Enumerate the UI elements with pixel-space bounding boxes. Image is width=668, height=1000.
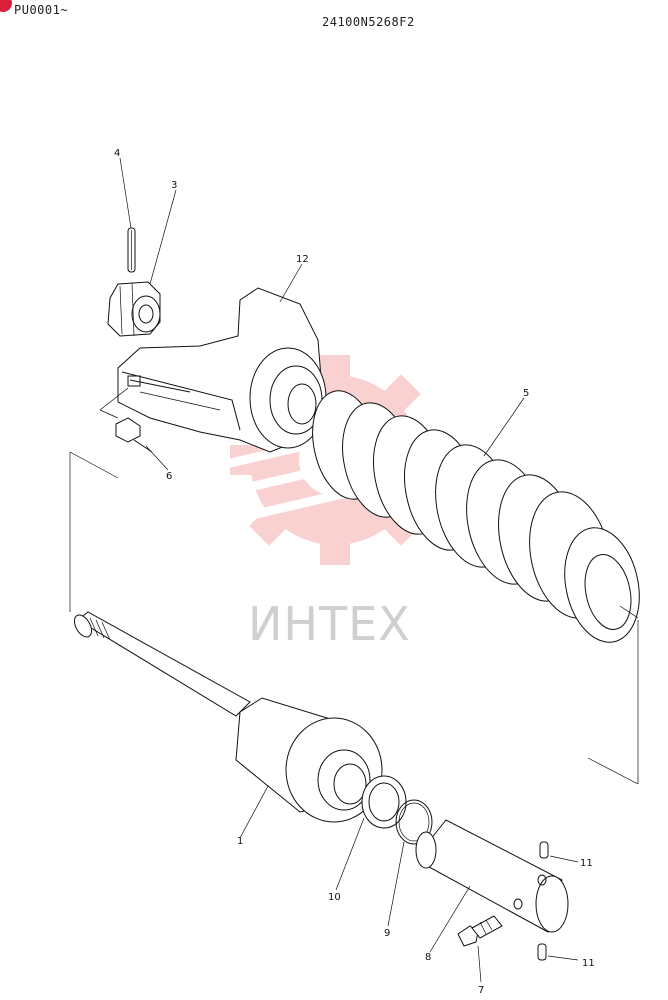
drawing-number: 24100N5268F2 bbox=[322, 15, 415, 29]
piston-rod bbox=[73, 611, 383, 823]
yoke-bracket bbox=[117, 287, 327, 453]
grease-fitting bbox=[457, 915, 503, 947]
callout-3: 3 bbox=[171, 180, 177, 191]
callout-9: 9 bbox=[384, 928, 390, 939]
callout-11-bottom: 11 bbox=[582, 958, 595, 969]
watermark-text: ИНТЕХ bbox=[248, 597, 411, 651]
recoil-spring bbox=[312, 390, 640, 643]
roll-pin-top bbox=[539, 841, 549, 859]
callout-4: 4 bbox=[114, 148, 120, 159]
callout-5: 5 bbox=[523, 388, 529, 399]
corner-mark bbox=[0, 0, 12, 12]
callout-11-top: 11 bbox=[580, 858, 593, 869]
guide-lines bbox=[69, 387, 639, 785]
leader-lines bbox=[119, 157, 579, 983]
bolt bbox=[115, 417, 153, 453]
callout-1: 1 bbox=[237, 836, 243, 847]
roll-pin-bottom bbox=[537, 943, 547, 961]
castle-nut bbox=[107, 281, 161, 337]
callout-10: 10 bbox=[328, 892, 341, 903]
callout-6: 6 bbox=[166, 471, 172, 482]
callout-8: 8 bbox=[425, 952, 431, 963]
callout-12: 12 bbox=[296, 254, 309, 265]
split-pin bbox=[127, 227, 136, 273]
callout-7: 7 bbox=[478, 985, 484, 996]
o-ring bbox=[395, 799, 433, 845]
sheet-code: PU0001~ bbox=[14, 3, 69, 17]
cylinder-pin bbox=[415, 819, 569, 933]
